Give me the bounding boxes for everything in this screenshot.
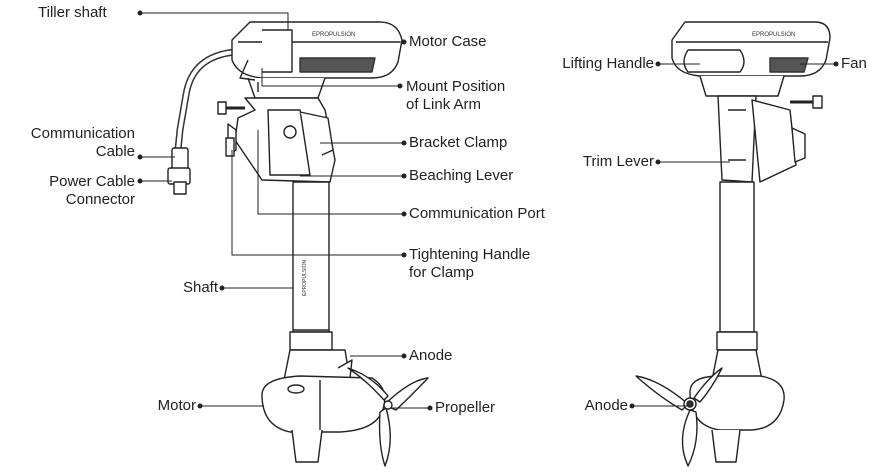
label-mount-position-line2: of Link Arm	[406, 96, 482, 113]
right-motor-illustration: EPROPULSION	[635, 21, 831, 467]
label-anode-left: Anode	[409, 347, 453, 364]
leader-lines	[137, 10, 839, 411]
label-beaching-lever: Beaching Lever	[409, 167, 514, 184]
label-power-cable-connector: Power Cable Connector	[0, 173, 135, 209]
label-tiller-shaft: Tiller shaft	[38, 4, 107, 21]
label-power-cable-connector-line2: Connector	[65, 191, 135, 208]
shaft-rear-drawing	[719, 181, 755, 333]
label-communication-cable: Communication Cable	[0, 125, 135, 161]
label-trim-lever: Trim Lever	[582, 153, 654, 170]
shaft-drawing	[292, 181, 330, 333]
svg-text:EPROPULSION: EPROPULSION	[312, 32, 355, 38]
label-propeller: Propeller	[435, 399, 496, 416]
label-mount-position-line1: Mount Position	[406, 78, 506, 95]
label-motor-case: Motor Case	[409, 33, 487, 50]
label-tightening-handle-line2: for Clamp	[409, 264, 475, 281]
label-anode-right: Anode	[584, 397, 628, 414]
label-mount-position: Mount Position of Link Arm	[406, 78, 505, 114]
label-motor: Motor	[157, 397, 196, 414]
label-tightening-handle-line1: Tightening Handle	[409, 246, 531, 263]
label-bracket-clamp: Bracket Clamp	[409, 134, 508, 151]
label-communication-cable-line1: Communication	[30, 125, 135, 142]
label-shaft: Shaft	[182, 279, 218, 296]
svg-text:EPROPULSION: EPROPULSION	[302, 259, 308, 296]
label-lifting-handle: Lifting Handle	[562, 55, 654, 72]
svg-text:EPROPULSION: EPROPULSION	[752, 32, 795, 38]
label-communication-cable-line2: Cable	[95, 143, 135, 160]
label-fan: Fan	[841, 55, 867, 72]
left-motor-illustration: EPROPULSION EPROPULSION	[167, 21, 429, 467]
label-power-cable-connector-line1: Power Cable	[49, 173, 135, 190]
propeller-rear-drawing	[635, 375, 689, 411]
label-tightening-handle: Tightening Handle for Clamp	[409, 246, 530, 282]
motor-pod-drawing	[261, 375, 386, 433]
propeller-drawing	[383, 377, 429, 411]
label-communication-port: Communication Port	[409, 205, 545, 222]
